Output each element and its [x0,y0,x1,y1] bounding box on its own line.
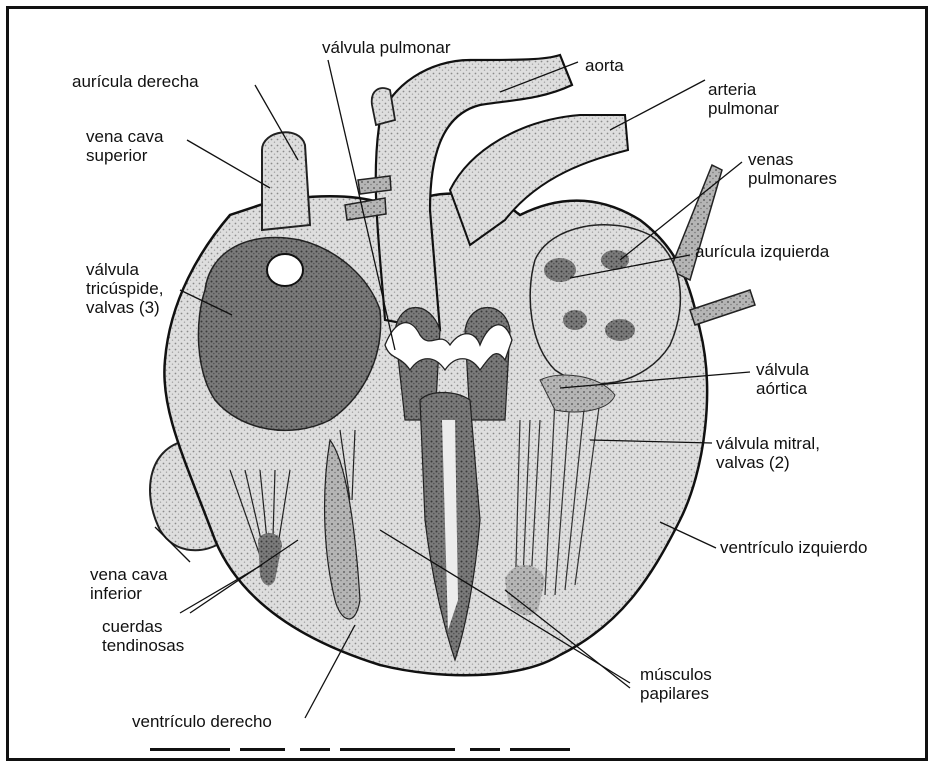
label-arteria-pulmonar: arteria pulmonar [708,80,779,118]
left-atrium [530,225,680,384]
label-ventriculo-derecho: ventrículo derecho [132,712,272,731]
aorta-branch-1 [372,88,395,125]
label-valvula-pulmonar: válvula pulmonar [322,38,451,57]
label-auricula-izquierda: aurícula izquierda [695,242,829,261]
pulmonary-vein-opening-4 [605,319,635,341]
label-musculos-papilares: músculos papilares [640,665,712,703]
bottom-rule [150,748,570,751]
pulmonary-vein-opening-3 [563,310,587,330]
vena-pulmonar-lower [690,290,755,325]
label-valvula-aortica: válvula aórtica [756,360,809,398]
label-aorta: aorta [585,56,624,75]
label-valvula-tricuspide: válvula tricúspide, valvas (3) [86,260,163,317]
vena-pulmonar-upper [670,165,722,280]
label-vena-cava-inferior: vena cava inferior [90,565,168,603]
vena-cava-opening [267,254,303,286]
label-venas-pulmonares: venas pulmonares [748,150,837,188]
vena-cava-superior-shape [262,132,310,230]
aortic-outflow [465,308,510,421]
label-valvula-mitral: válvula mitral, valvas (2) [716,434,820,472]
label-auricula-derecha: aurícula derecha [72,72,199,91]
label-cuerdas-tendinosas: cuerdas tendinosas [102,617,184,655]
label-vena-cava-superior: vena cava superior [86,127,164,165]
aorta-branch-3 [358,176,391,194]
label-ventriculo-izquierdo: ventrículo izquierdo [720,538,867,557]
